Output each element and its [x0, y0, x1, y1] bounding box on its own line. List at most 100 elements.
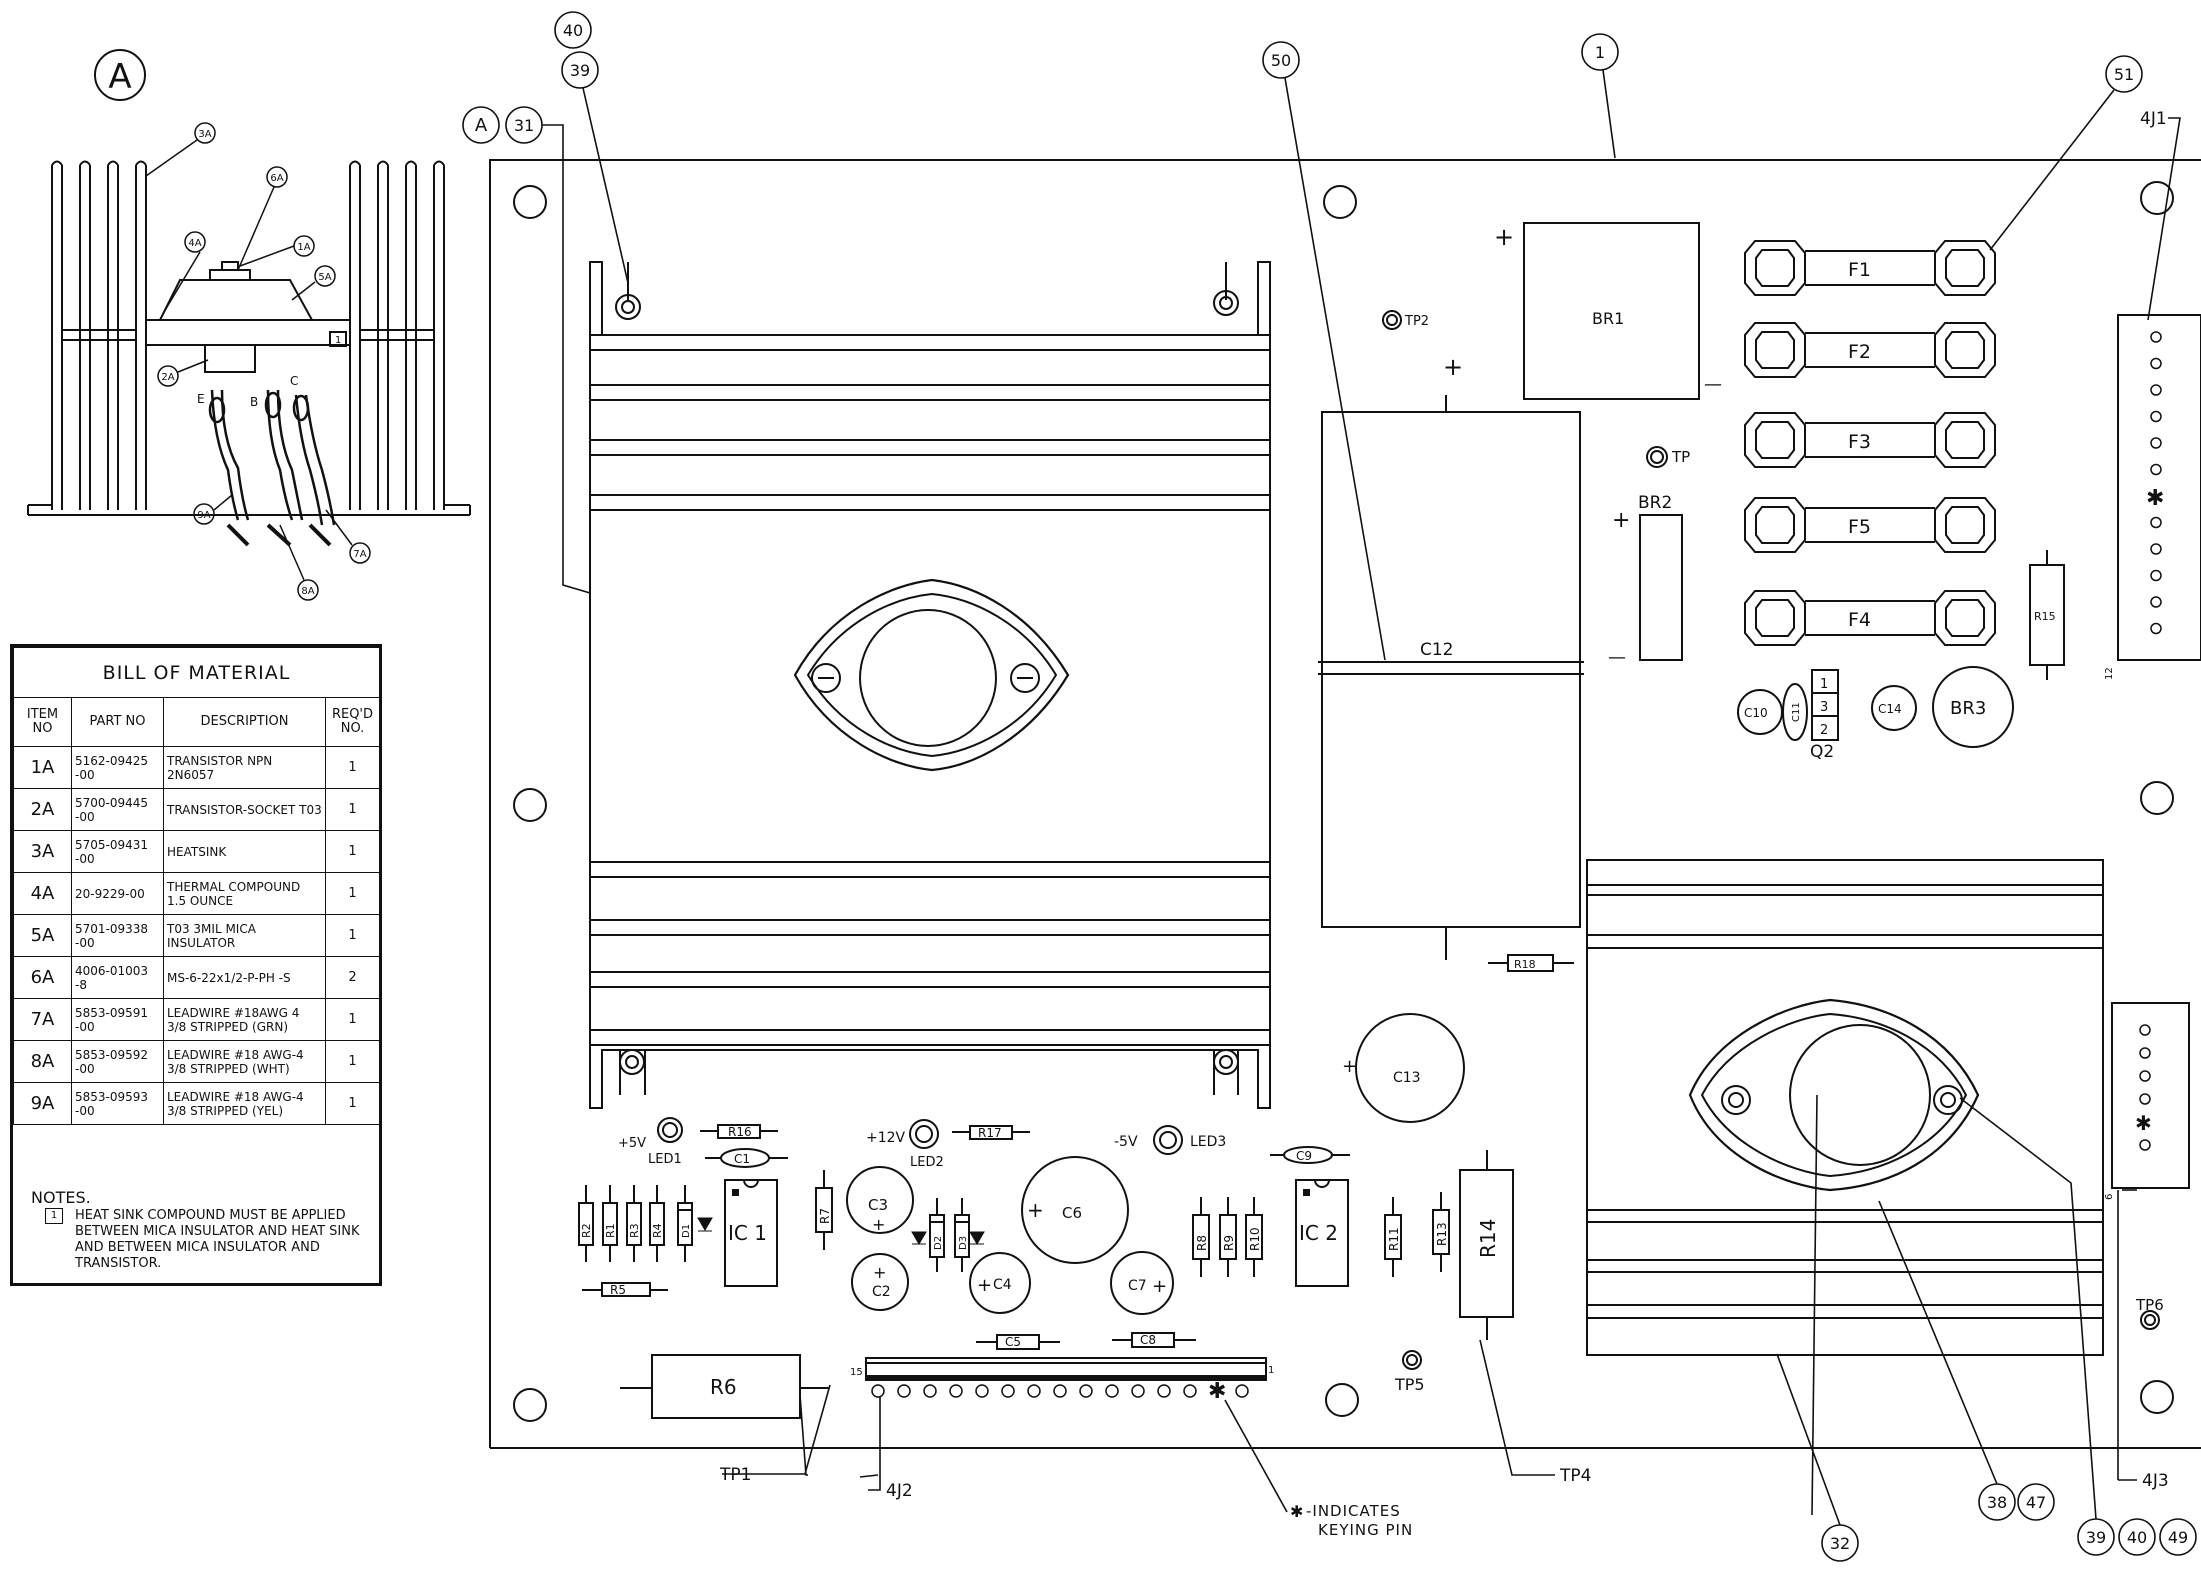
- bom-cell-qty: 1: [325, 788, 380, 831]
- bom-cell-part: 5853-09592 -00: [71, 1040, 164, 1083]
- bom-cell-qty: 1: [325, 1082, 380, 1125]
- fuse: F3: [1744, 412, 1996, 468]
- c7-label: C7: [1128, 1278, 1147, 1294]
- c5-label: C5: [1005, 1335, 1021, 1349]
- pin: [871, 1384, 885, 1398]
- r8-label: R8: [1195, 1235, 1209, 1251]
- pin: [2139, 1047, 2151, 1059]
- resistor-label: R3: [628, 1223, 641, 1238]
- pin: [1079, 1384, 1093, 1398]
- circuit-board: C12 + BR1 + — BR2 + — TP2 TP TP5 TP6 F1F…: [489, 159, 2201, 1449]
- pin: [1183, 1384, 1197, 1398]
- pin: [1001, 1384, 1015, 1398]
- capacitor-c6: [1021, 1156, 1129, 1264]
- d1-label: D1: [681, 1224, 692, 1238]
- callout-47: 47: [2026, 1493, 2046, 1512]
- bom-cell-qty: 1: [325, 746, 380, 789]
- resistor-vertical: R2: [578, 1185, 594, 1262]
- heatsink-right: [1586, 859, 2104, 1356]
- br1-label: BR1: [1592, 309, 1624, 328]
- br3-label: BR3: [1950, 698, 1986, 719]
- resistor-r6: [651, 1354, 801, 1419]
- pin: [2139, 1093, 2151, 1105]
- bom-header-item: ITEM NO: [13, 697, 72, 747]
- callout-5a: 5A: [318, 272, 331, 283]
- bom-cell-desc: LEADWIRE #18 AWG-4 3/8 STRIPPED (WHT): [163, 1040, 326, 1083]
- callout-1: 1: [1595, 43, 1605, 62]
- q2-label: Q2: [1810, 742, 1834, 762]
- pin: [923, 1384, 937, 1398]
- test-points: [1382, 310, 2160, 1370]
- led2-label: LED2: [910, 1155, 944, 1170]
- label-4j2: 4J2: [886, 1481, 913, 1501]
- bom-cell-qty: 1: [325, 830, 380, 873]
- bom-cell-qty: 1: [325, 872, 380, 915]
- 4j2-pin-1: 1: [1268, 1365, 1274, 1376]
- pin: [2150, 331, 2162, 343]
- c4-plus: +: [977, 1275, 992, 1296]
- resistor-label: R2: [580, 1223, 593, 1238]
- ic1-label: IC 1: [728, 1221, 767, 1245]
- keying-line2: KEYING PIN: [1318, 1521, 1413, 1539]
- capacitor-c11: [1782, 683, 1808, 741]
- bom-cell-part: 5701-09338 -00: [71, 914, 164, 957]
- bom-cell-desc: T03 3MIL MICA INSULATOR: [163, 914, 326, 957]
- pin: [1027, 1384, 1041, 1398]
- c11-label: C11: [1791, 702, 1802, 722]
- pin: [2150, 543, 2162, 555]
- notes: NOTES. 1 HEAT SINK COMPOUND MUST BE APPL…: [31, 1189, 371, 1272]
- fuse-label: F1: [1848, 259, 1871, 281]
- bom-cell-qty: 1: [325, 914, 380, 957]
- bom-cell-desc: TRANSISTOR-SOCKET T03: [163, 788, 326, 831]
- detail-transistor: [159, 261, 347, 373]
- r16-label: R16: [728, 1125, 752, 1139]
- pin: [2139, 1024, 2151, 1036]
- c2-label: C2: [872, 1284, 891, 1300]
- bom-cell-item: 8A: [13, 1040, 72, 1083]
- fuse-label: F4: [1848, 609, 1871, 631]
- bom-header-part: PART NO: [71, 697, 164, 747]
- 4j2-pin-15: 15: [850, 1367, 863, 1378]
- label-tp4: TP4: [1559, 1466, 1591, 1486]
- connector-4j3: [2111, 1002, 2190, 1189]
- ic2-label: IC 2: [1299, 1221, 1338, 1245]
- resistor-r13: R13: [1432, 1192, 1450, 1272]
- c3-label: C3: [868, 1196, 888, 1214]
- c7-plus: +: [1152, 1276, 1167, 1297]
- keying-pin-4j3: ✱: [2135, 1111, 2152, 1135]
- q2-pin-3: 3: [1820, 700, 1828, 715]
- led1: [657, 1117, 683, 1143]
- pin: [2139, 1139, 2151, 1151]
- fuse: F4: [1744, 590, 1996, 646]
- resistor-r7: R7: [815, 1170, 833, 1250]
- fuse: F5: [1744, 497, 1996, 553]
- capacitor-c14: [1871, 685, 1917, 731]
- pin: [2150, 463, 2162, 476]
- led3: [1153, 1125, 1183, 1155]
- r15-label: R15: [2034, 610, 2056, 623]
- bom-cell-item: 3A: [13, 830, 72, 873]
- capacitor-c12: [1318, 395, 1584, 960]
- bill-of-material: BILL OF MATERIAL ITEM NO PART NO DESCRIP…: [10, 644, 382, 1286]
- keying-line1: -INDICATES: [1306, 1502, 1401, 1520]
- callout-3a: 3A: [198, 129, 211, 140]
- callout-51: 51: [2114, 65, 2134, 84]
- fuse: F2: [1744, 322, 1996, 378]
- pin: [1053, 1384, 1067, 1398]
- mount-hole: [2140, 1380, 2174, 1414]
- callout-1a: 1A: [297, 242, 310, 253]
- callout-2a: 2A: [161, 372, 174, 383]
- pin: [2150, 622, 2162, 635]
- c3-plus: +: [872, 1215, 885, 1234]
- bom-cell-part: 5700-09445 -00: [71, 788, 164, 831]
- keying-pin-4j2: ✱: [1208, 1379, 1226, 1404]
- callout-6a: 6A: [270, 173, 283, 184]
- c4-label: C4: [993, 1277, 1012, 1293]
- pin-label-c: C: [290, 374, 298, 388]
- callout-31: 31: [514, 116, 534, 135]
